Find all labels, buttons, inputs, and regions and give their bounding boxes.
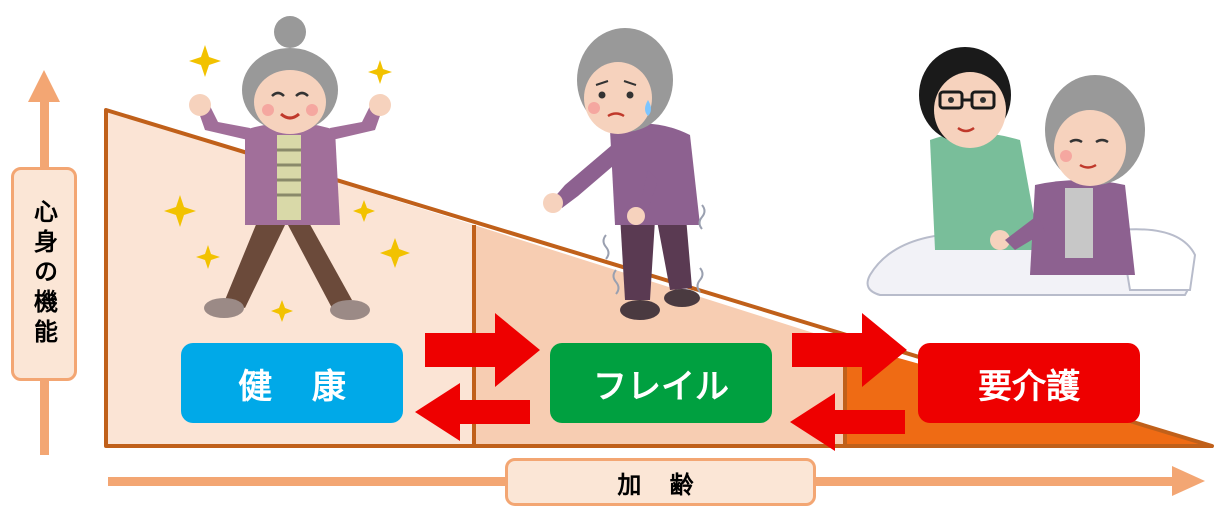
vertical-axis-label-box: 心身の機能 xyxy=(11,167,77,381)
elderly-woman-frail-trembling-icon xyxy=(543,28,706,320)
arrow-care-to-frail xyxy=(790,393,905,451)
elderly-woman-energetic-icon xyxy=(164,16,410,322)
horizontal-axis-label: 加 齢 xyxy=(617,470,704,499)
stage-frail-label: フレイル xyxy=(550,343,772,423)
stage-care-label: 要介護 xyxy=(918,343,1140,423)
horizontal-axis-label-box: 加 齢 xyxy=(505,458,816,506)
vertical-axis-label: 心身の機能 xyxy=(29,199,58,349)
arrow-frail-to-care xyxy=(792,313,907,387)
arrow-healthy-to-frail xyxy=(425,313,540,387)
caregiver-with-elderly-woman-icon xyxy=(866,47,1197,296)
arrow-frail-to-healthy xyxy=(415,383,530,441)
stage-healthy-label: 健 康 xyxy=(181,343,403,423)
transition-arrows xyxy=(415,313,907,451)
triangle-outline xyxy=(104,108,1214,448)
